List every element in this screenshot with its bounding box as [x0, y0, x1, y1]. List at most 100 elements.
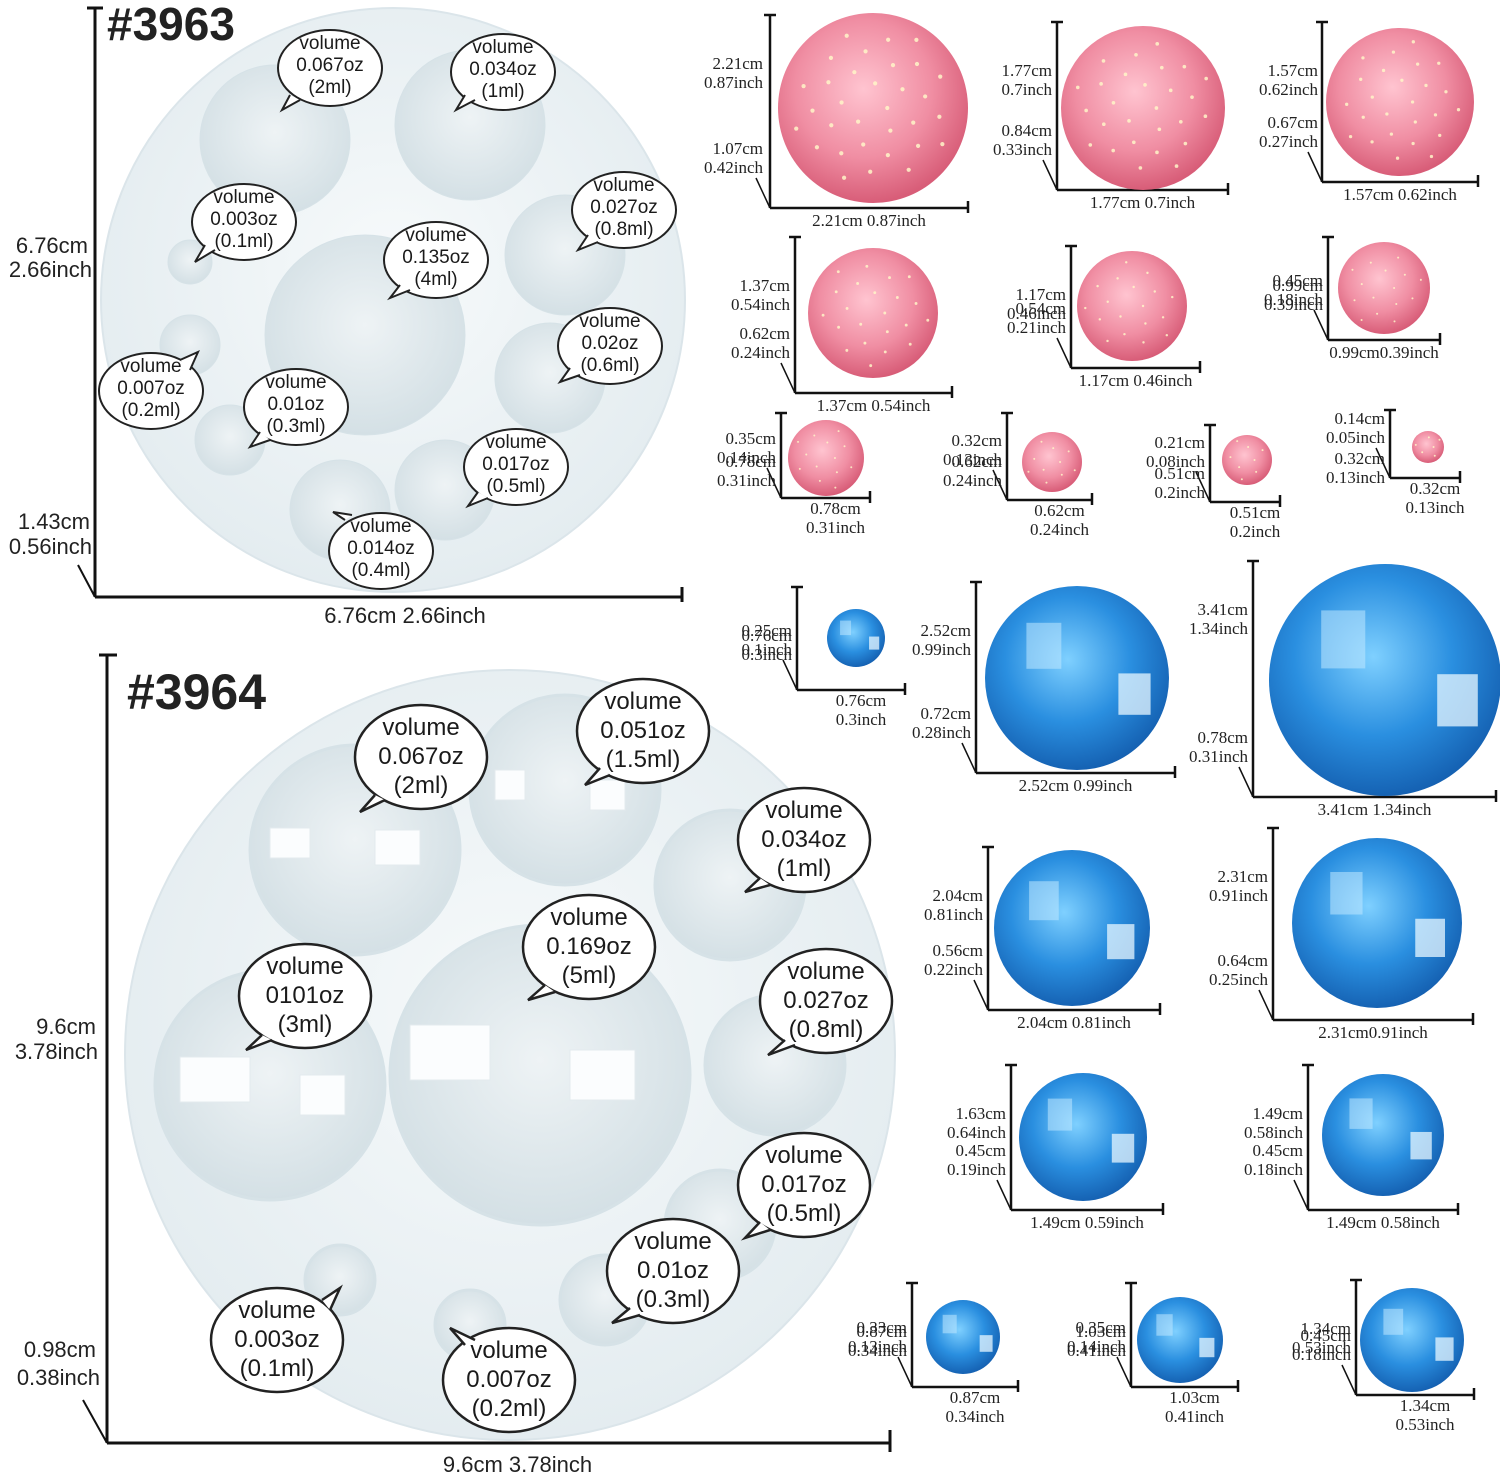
gem-depth-in: 0.18inch	[1291, 1345, 1351, 1364]
volume-label: volume	[238, 1297, 316, 1324]
glitter-fleck	[810, 108, 815, 113]
glitter-fleck	[1255, 470, 1258, 473]
glitter-fleck	[883, 311, 887, 315]
glitter-fleck	[863, 49, 868, 54]
gem-width-cm: 0.76cm	[835, 691, 887, 710]
glitter-fleck	[843, 445, 846, 448]
glitter-fleck	[856, 119, 861, 124]
volume-oz: 0.067oz	[296, 55, 364, 76]
gem-depth-line	[1307, 151, 1323, 183]
glitter-fleck	[797, 440, 800, 443]
gem-depth-in: 0.1inch	[741, 640, 792, 659]
gem-depth-in: 0.22inch	[923, 960, 983, 979]
glitter-fleck	[826, 441, 829, 444]
glitter-fleck	[1424, 83, 1428, 88]
gem-reflection	[1321, 610, 1366, 669]
gem-reflection	[1026, 622, 1062, 669]
glitter-fleck	[1157, 127, 1162, 132]
volume-label: volume	[382, 714, 460, 741]
gem-depth-cm: 0.67cm	[1267, 113, 1318, 132]
gem-height-in: 0.87inch	[703, 73, 763, 92]
glitter-fleck	[868, 169, 873, 174]
gem-height-cm: 2.52cm	[920, 621, 971, 640]
glitter-fleck	[1414, 443, 1417, 446]
gem-height-in: 0.41inch	[1066, 1341, 1126, 1360]
gem-depth-in: 0.25inch	[1208, 970, 1268, 989]
volume-oz: 0.135oz	[402, 247, 470, 268]
gem-width: 3.41cm 1.34inch	[1317, 800, 1432, 819]
gem-depth-cm: 0.64cm	[1217, 951, 1268, 970]
glitter-fleck	[856, 282, 860, 285]
glitter-fleck	[1261, 449, 1264, 452]
glitter-fleck	[1171, 295, 1174, 299]
gem-depth-cm: 0.56cm	[932, 941, 983, 960]
glitter-fleck	[923, 94, 928, 99]
glitter-fleck	[829, 123, 834, 128]
glitter-fleck	[865, 264, 869, 268]
gem-depth-cm: 0.35cm	[1075, 1318, 1126, 1337]
glitter-fleck	[815, 465, 818, 468]
gem-reflection	[1437, 674, 1478, 727]
glitter-fleck	[839, 151, 844, 156]
gem-reflection	[1029, 881, 1059, 921]
glitter-fleck	[821, 313, 825, 317]
pink-gem-body	[1338, 242, 1430, 334]
glitter-fleck	[1384, 269, 1387, 272]
volume-ml: (0.2ml)	[471, 1395, 547, 1422]
gem-width-cm: 0.32cm	[1409, 479, 1461, 498]
glitter-fleck	[1359, 77, 1363, 81]
volume-ml: (0.5ml)	[766, 1200, 842, 1227]
glitter-fleck	[1155, 150, 1159, 155]
gem-depth-cm: 0.33cm	[856, 1318, 907, 1337]
blue-gem-5	[1258, 826, 1475, 1025]
pink-gem-body	[1022, 432, 1082, 492]
gem-reflection	[1156, 1314, 1173, 1336]
glitter-fleck	[1138, 166, 1143, 170]
volume-label: volume	[765, 1142, 843, 1169]
glitter-fleck	[1161, 316, 1165, 319]
glitter-fleck	[813, 434, 816, 437]
glitter-fleck	[1143, 83, 1147, 87]
glitter-fleck	[850, 466, 853, 469]
glitter-fleck	[888, 128, 893, 133]
glitter-fleck	[1360, 283, 1363, 286]
gem-height-in: 0.2inch	[1154, 483, 1205, 502]
volume-oz: 0.034oz	[469, 59, 537, 80]
mold-3964-depth-cm: 0.98cm	[23, 1337, 96, 1362]
glitter-fleck	[937, 114, 942, 119]
volume-label: volume	[470, 1337, 548, 1364]
glitter-fleck	[844, 33, 849, 38]
volume-oz: 0.017oz	[761, 1171, 847, 1198]
gem-reflection	[1199, 1337, 1215, 1358]
gem-height-cm: 1.57cm	[1267, 61, 1318, 80]
pink-gem-body	[808, 248, 938, 378]
gem-width: 2.04cm 0.81inch	[1017, 1013, 1131, 1032]
glitter-fleck	[888, 276, 891, 280]
glitter-fleck	[1045, 481, 1048, 484]
pink-gem-8	[992, 411, 1094, 505]
gem-depth-cm: 0.78cm	[1197, 728, 1248, 747]
gem-depth-in: 0.33inch	[992, 140, 1052, 159]
glitter-fleck	[1400, 78, 1404, 82]
glitter-fleck	[1144, 322, 1147, 325]
gem-depth-in: 0.18inch	[1243, 1160, 1303, 1179]
glitter-fleck	[1427, 436, 1430, 439]
gem-depth-in: 0.42inch	[703, 158, 763, 177]
volume-oz: 0.003oz	[234, 1326, 320, 1353]
blue-gem-6	[996, 1063, 1165, 1215]
glitter-fleck	[906, 167, 911, 172]
glitter-fleck	[841, 175, 847, 180]
glitter-fleck	[1060, 473, 1063, 476]
gem-depth-in: 0.14inch	[1066, 1337, 1126, 1356]
glitter-fleck	[1165, 333, 1169, 337]
gem-height-cm: 0.62cm	[951, 452, 1002, 471]
gem-depth-cm: 0.54cm	[1015, 299, 1066, 318]
glitter-fleck	[1419, 278, 1422, 281]
gem-depth-line	[992, 469, 1008, 501]
glitter-fleck	[1125, 261, 1128, 264]
gem-depth-cm: 0.84cm	[1001, 121, 1052, 140]
glitter-fleck	[1372, 296, 1375, 299]
gem-width: 2.21cm 0.87inch	[812, 211, 926, 230]
gem-depth-line	[1341, 1364, 1357, 1396]
glitter-fleck	[1154, 106, 1159, 110]
